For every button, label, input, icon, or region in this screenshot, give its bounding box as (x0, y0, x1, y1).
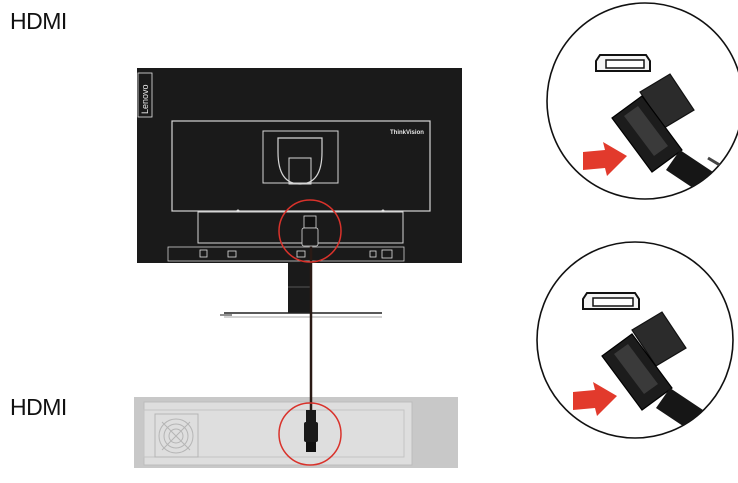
pc-io-panel (143, 401, 413, 466)
hdmi-label-bottom: HDMI (10, 394, 67, 420)
vesa-mount (262, 130, 339, 184)
detail-circle-bottom (536, 241, 734, 439)
hdmi-cable (301, 215, 319, 452)
monitor-body (137, 68, 462, 263)
hdmi-plug-icon (306, 410, 316, 422)
hdmi-label-top: HDMI (10, 8, 67, 34)
arrow-right-icon (573, 382, 617, 416)
model-text: ThinkVision (390, 130, 424, 136)
arrow-right-icon (583, 142, 627, 176)
hdmi-port-icon (595, 54, 651, 72)
monitor-port-highlight (278, 199, 342, 263)
port-strip (167, 246, 405, 262)
hdmi-plug-icon (303, 215, 317, 229)
stand-neck (288, 263, 312, 313)
rear-panel-outline (171, 120, 431, 212)
hdmi-port-icon (582, 292, 640, 310)
fan-grille-icon (154, 413, 199, 458)
monitor-back: Lenovo ThinkVision (137, 68, 462, 318)
brand-text: Lenovo (140, 84, 150, 114)
pc-back (134, 397, 458, 468)
detail-circle-top (546, 2, 738, 200)
port-panel-outline (197, 211, 404, 244)
pc-port-highlight (278, 402, 342, 466)
